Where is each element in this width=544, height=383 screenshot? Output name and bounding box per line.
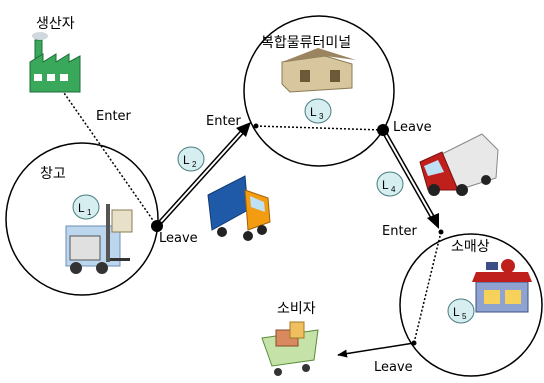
badge-l2-letter: L (183, 153, 190, 167)
blue-truck-icon (207, 175, 271, 241)
red-truck-icon (419, 133, 499, 196)
location-badge-l5: L 5 (447, 298, 475, 324)
badge-l1-sub: 1 (87, 208, 92, 217)
warehouse-building-icon (281, 48, 356, 93)
warehouse-label: 창고 (40, 166, 66, 182)
consumer-label: 소비자 (277, 301, 316, 317)
retailer-leave-dot (411, 340, 417, 346)
location-badge-l4: L 4 (376, 171, 404, 197)
terminal-enter-dot (253, 123, 259, 129)
retailer-enter-dot (438, 229, 444, 235)
badge-l2-sub: 2 (192, 160, 197, 169)
retailer-label: 소매상 (451, 239, 490, 255)
location-badge-l2: L 2 (177, 146, 205, 172)
terminal-enter-label: Enter (206, 114, 242, 129)
terminal-leave-dot (377, 124, 389, 136)
retailer-circle (399, 233, 543, 377)
terminal-internal-dotted (255, 125, 384, 131)
warehouse-leave-dot (151, 220, 163, 232)
badge-l5-letter: L (453, 305, 460, 319)
location-badge-l1: L 1 (72, 194, 100, 220)
badge-l3-sub: 3 (319, 112, 324, 121)
badge-l5-sub: 5 (462, 312, 467, 321)
retailer-leave-label: Leave (374, 360, 413, 375)
badge-l4-letter: L (382, 178, 389, 192)
retailer-enter-label: Enter (382, 224, 418, 239)
location-badge-l3: L 3 (304, 98, 332, 124)
transport-arrow-l4 (380, 128, 439, 229)
badge-l1-letter: L (78, 201, 85, 215)
transport-arrow-l2 (155, 122, 251, 228)
shopping-cart-icon (261, 321, 319, 376)
producer-enter-label: Enter (96, 109, 132, 124)
store-icon (472, 259, 532, 313)
terminal-leave-label: Leave (393, 120, 432, 135)
terminal-label: 복합물류터미널 (261, 35, 351, 51)
retailer-internal-dotted (413, 231, 442, 344)
retailer-to-consumer-arrow (337, 342, 415, 358)
badge-l4-sub: 4 (391, 185, 396, 194)
warehouse-circle (5, 142, 159, 296)
terminal-circle (243, 15, 395, 167)
factory-icon (29, 32, 81, 93)
badge-l3-letter: L (310, 105, 317, 119)
forklift-icon (65, 204, 133, 274)
warehouse-leave-label: Leave (159, 231, 198, 246)
producer-label: 생산자 (36, 16, 75, 32)
